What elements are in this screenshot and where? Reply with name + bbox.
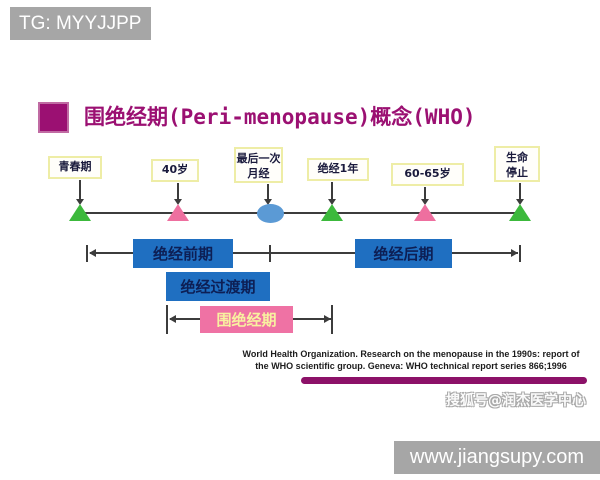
tg-badge: TG: MYYJJPP <box>10 7 151 40</box>
down-arrow-icon <box>76 199 84 205</box>
phase-box-postmenopause: 绝经后期 <box>355 239 452 268</box>
milestone-label-menopause-1yr: 绝经1年 <box>307 158 369 181</box>
range-line <box>271 252 355 254</box>
menopause-1yr-marker-triangle <box>321 204 343 221</box>
range-line <box>90 252 133 254</box>
citation-line1: World Health Organization. Research on t… <box>242 349 580 359</box>
range-tick <box>519 245 521 262</box>
life-end-marker-triangle <box>509 204 531 221</box>
milestone-label-age40: 40岁 <box>151 159 199 182</box>
right-arrow-icon <box>511 249 518 257</box>
range-line <box>293 318 331 320</box>
pointer-line <box>267 184 269 200</box>
down-arrow-icon <box>174 199 182 205</box>
phase-box-transition: 绝经过渡期 <box>166 272 270 301</box>
range-line <box>452 252 518 254</box>
last-menses-marker-ellipse <box>257 204 284 223</box>
milestone-label-life-end: 生命 停止 <box>494 146 540 182</box>
divider-bar <box>301 377 587 384</box>
title-bullet-square <box>38 102 69 133</box>
range-tick <box>269 245 271 262</box>
pointer-line <box>519 183 521 200</box>
range-line <box>233 252 269 254</box>
site-badge: www.jiangsupy.com <box>394 441 600 474</box>
pointer-line <box>177 183 179 200</box>
watermark-text: 搜狐号@润杰医学中心 <box>446 393 586 409</box>
range-line <box>170 318 200 320</box>
age60-65-marker-triangle <box>414 204 436 221</box>
right-arrow-icon <box>324 315 331 323</box>
milestone-label-age60-65: 60-65岁 <box>391 163 464 186</box>
pointer-line <box>424 187 426 200</box>
down-arrow-icon <box>421 199 429 205</box>
citation-line2: the WHO scientific group. Geneva: WHO te… <box>255 361 567 371</box>
range-tick <box>166 305 168 334</box>
down-arrow-icon <box>328 199 336 205</box>
citation-text: World Health Organization. Research on t… <box>228 348 594 372</box>
timeline-axis <box>80 212 520 214</box>
phase-box-perimenopause: 围绝经期 <box>200 306 293 333</box>
milestone-label-puberty: 青春期 <box>48 156 102 179</box>
milestone-label-last-menses: 最后一次 月经 <box>234 147 283 183</box>
down-arrow-icon <box>516 199 524 205</box>
phase-box-premenopause: 绝经前期 <box>133 239 233 268</box>
range-tick <box>86 245 88 262</box>
slide-title: 围绝经期(Peri-menopause)概念(WHO) <box>84 105 476 129</box>
age40-marker-triangle <box>167 204 189 221</box>
puberty-marker-triangle <box>69 204 91 221</box>
range-tick <box>331 305 333 334</box>
down-arrow-icon <box>264 199 272 205</box>
pointer-line <box>331 182 333 200</box>
pointer-line <box>79 180 81 200</box>
